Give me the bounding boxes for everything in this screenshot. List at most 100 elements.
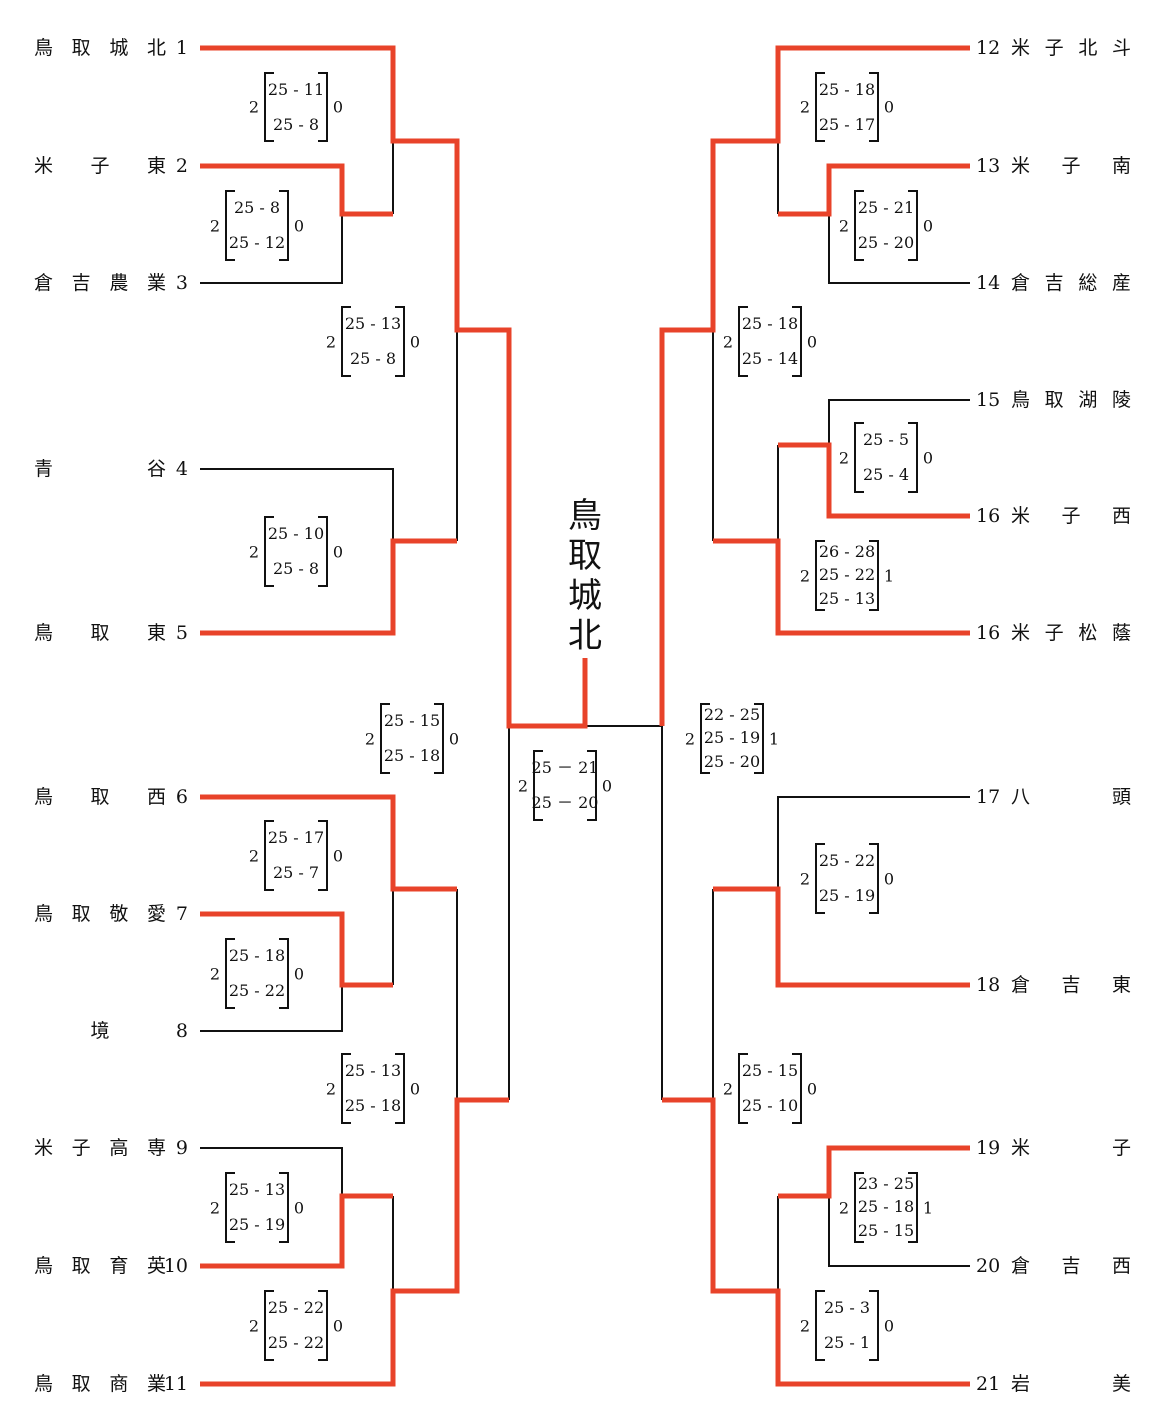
bracket-line [828, 399, 970, 445]
set-score: 25 - 18 [857, 1197, 915, 1217]
team-name: 倉吉東 [1011, 972, 1131, 998]
winner-path [200, 45, 588, 729]
winner-path [778, 163, 970, 217]
set-score: 25 - 21 [857, 197, 915, 217]
team-name-char: 子 [71, 1137, 91, 1159]
set-score: 25 - 4 [862, 465, 910, 485]
team-name: 米子西 [1011, 503, 1131, 529]
sets-won-right: 0 [922, 216, 934, 235]
team-name-char: 米 [1011, 622, 1031, 644]
set-score: 23 - 25 [857, 1173, 915, 1193]
team-name-char: 八 [1011, 786, 1031, 808]
team-name: 岩美 [1011, 1371, 1131, 1397]
winner-path [778, 442, 970, 519]
sets-won-left: 2 [325, 1079, 337, 1098]
team-name: 米子松蔭 [1011, 620, 1131, 646]
team-name-char: 頭 [1111, 786, 1131, 808]
team-name-char: 吉 [1061, 1255, 1081, 1277]
champion-char: 北 [568, 616, 602, 656]
team-name-char: 総 [1078, 272, 1098, 294]
team-name-char: 子 [1044, 37, 1064, 59]
score-bracket [815, 1290, 879, 1361]
sets-won-right: 1 [768, 729, 780, 748]
team-name-char: 鳥 [34, 1255, 54, 1277]
sets-won-right: 0 [293, 964, 305, 983]
team-name-char: 吉 [71, 272, 91, 294]
team-name-char: 境 [90, 1020, 110, 1042]
set-score: 25 - 22 [267, 1297, 325, 1317]
set-score: 25 - 13 [344, 313, 402, 333]
sets-won-left: 2 [722, 1079, 734, 1098]
team-name-char: 岩 [1011, 1373, 1031, 1395]
team-seed: 17 [976, 786, 1001, 808]
team-name-char: 取 [71, 37, 91, 59]
team-name-char: 西 [1111, 505, 1131, 527]
team-name: 八頭 [1011, 784, 1131, 810]
score-bracket [225, 938, 289, 1009]
champion-char: 取 [568, 536, 602, 576]
sets-won-right: 0 [448, 729, 460, 748]
set-score: 25 - 10 [741, 1096, 799, 1116]
team-name-char: 北 [146, 37, 166, 59]
team-name: 鳥取城北 [34, 35, 166, 61]
winner-path [713, 886, 970, 988]
team-name-char: 鳥 [34, 786, 54, 808]
team-name-char: 専 [146, 1137, 166, 1159]
score-bracket [264, 820, 328, 891]
sets-won-right: 0 [601, 776, 613, 795]
bracket-line [777, 796, 970, 889]
team-name-char: 東 [1111, 974, 1131, 996]
winner-path [200, 1097, 509, 1387]
score-bracket [380, 703, 444, 774]
team-name-char: 取 [1044, 389, 1064, 411]
team-name-char: 米 [34, 155, 54, 177]
set-score: 25 - 22 [228, 981, 286, 1001]
team-name-char: 業 [146, 1373, 166, 1395]
team-name: 鳥取育英 [34, 1253, 166, 1279]
sets-won-right: 0 [806, 1079, 818, 1098]
bracket-line [200, 985, 343, 1032]
team-name-char: 倉 [1011, 974, 1031, 996]
sets-won-right: 1 [922, 1198, 934, 1217]
score-bracket [264, 72, 328, 142]
sets-won-right: 0 [806, 332, 818, 351]
team-seed: 15 [976, 389, 1001, 411]
sets-won-left: 2 [799, 1316, 811, 1335]
set-score: 25 - 20 [703, 752, 761, 772]
team-name-char: 鳥 [34, 903, 54, 925]
winner-path [659, 45, 970, 726]
team-name-char: 東 [146, 622, 166, 644]
set-score: 25 - 8 [272, 114, 320, 134]
sets-won-left: 2 [838, 216, 850, 235]
team-name: 倉吉農業 [34, 270, 166, 296]
winner-path [200, 794, 457, 892]
set-score: 22 - 25 [703, 704, 761, 724]
team-seed: 8 [175, 1020, 188, 1042]
score-bracket [225, 1172, 289, 1243]
team-name-char: 子 [1111, 1137, 1131, 1159]
set-score: 25 - 10 [267, 523, 325, 543]
bracket-line [828, 1196, 970, 1267]
champion-char: 鳥 [568, 496, 602, 536]
sets-won-right: 0 [883, 869, 895, 888]
sets-won-right: 0 [922, 448, 934, 467]
score-bracket [738, 306, 802, 377]
sets-won-right: 0 [883, 1316, 895, 1335]
set-score: 25 - 19 [818, 886, 876, 906]
team-name: 米子 [1011, 1135, 1131, 1161]
sets-won-left: 2 [209, 1198, 221, 1217]
